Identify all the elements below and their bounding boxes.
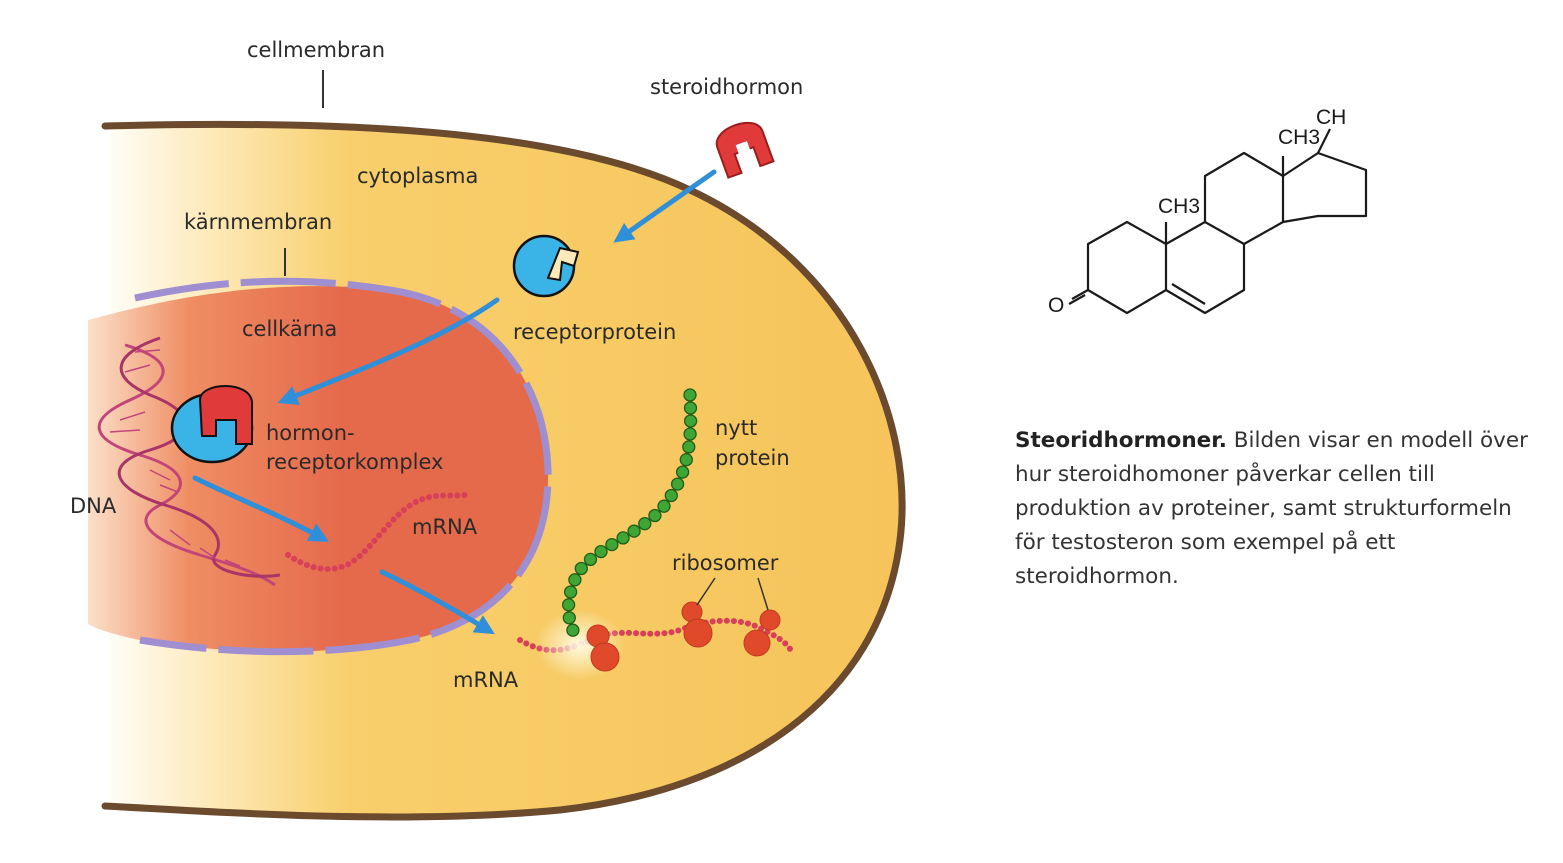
protein-bead [605, 537, 619, 552]
protein-bead [664, 488, 678, 503]
label-complex-line2: receptorkomplex [266, 450, 443, 474]
receptor-protein-icon [512, 234, 580, 298]
label-mrna-nucleus: mRNA [412, 515, 478, 539]
arrow-mrna-to-cytoplasm [379, 569, 495, 635]
label-new-protein-line1: nytt [715, 416, 757, 440]
protein-bead [583, 552, 598, 567]
protein-bead [683, 388, 697, 402]
protein-bead [683, 427, 697, 441]
label-ribosomes: ribosomer [672, 551, 779, 575]
label-ch3-upper: CH3 [1278, 126, 1320, 149]
protein-bead [682, 440, 696, 454]
label-new-protein-line2: protein [715, 446, 790, 470]
label-steroid-hormone: steroidhormon [650, 75, 803, 99]
ribosome-3 [743, 609, 781, 657]
label-nucleus: cellkärna [242, 317, 337, 341]
label-nuclear-membrane: kärnmembran [184, 210, 332, 234]
testosterone-structure [1068, 128, 1368, 315]
label-complex-line1: hormon- [266, 421, 355, 445]
label-mrna-cytoplasm: mRNA [453, 668, 519, 692]
steroid-hormone-icon [715, 121, 775, 179]
label-ch3-lower: CH3 [1158, 195, 1200, 218]
label-oxygen: O [1048, 294, 1064, 317]
protein-bead [675, 465, 690, 479]
mrna-strand-nucleus [285, 491, 473, 573]
protein-bead [568, 573, 582, 587]
protein-bead [561, 598, 576, 612]
protein-bead [562, 611, 576, 625]
label-ch-top: CH [1316, 106, 1346, 129]
nucleus-area [88, 286, 549, 652]
label-dna: DNA [70, 494, 117, 518]
protein-bead [683, 414, 698, 428]
protein-bead [648, 508, 662, 523]
cell-membrane-line [101, 120, 906, 821]
dna-strand-2 [117, 336, 281, 578]
protein-bead [566, 623, 580, 637]
hormone-receptor-complex-icon [170, 385, 254, 464]
dna-strand-1 [97, 343, 276, 587]
protein-bead [679, 453, 693, 467]
ribosome-2 [681, 601, 713, 648]
protein-bead [657, 499, 671, 513]
protein-bead [627, 524, 641, 538]
protein-bead [563, 585, 578, 599]
nuclear-membrane-line [134, 277, 552, 656]
protein-bead [638, 517, 652, 531]
caption-title: Steoridhormoner. [1015, 428, 1227, 453]
caption-body: Bilden visar en modell över hur steroidh… [1015, 428, 1528, 589]
ribosome-leaders [696, 577, 769, 611]
arrow-complex-to-mrna [192, 475, 330, 542]
testosterone-labels: CH CH3 CH3 O [1048, 106, 1346, 317]
protein-chain [561, 388, 698, 637]
protein-bead [574, 561, 588, 576]
label-receptor-protein: receptorprotein [513, 320, 676, 344]
label-cytoplasm: cytoplasma [357, 164, 478, 188]
protein-bead [616, 531, 630, 545]
protein-bead [594, 544, 608, 559]
ribosome-1 [586, 624, 620, 672]
label-cell-membrane: cellmembran [247, 38, 385, 62]
protein-bead [683, 401, 698, 415]
arrow-receptor-to-nucleus [277, 297, 500, 405]
arrow-hormone-to-receptor [613, 169, 717, 243]
protein-bead [670, 477, 685, 491]
figure-caption: Steoridhormoner. Bilden visar en modell … [1015, 424, 1535, 594]
